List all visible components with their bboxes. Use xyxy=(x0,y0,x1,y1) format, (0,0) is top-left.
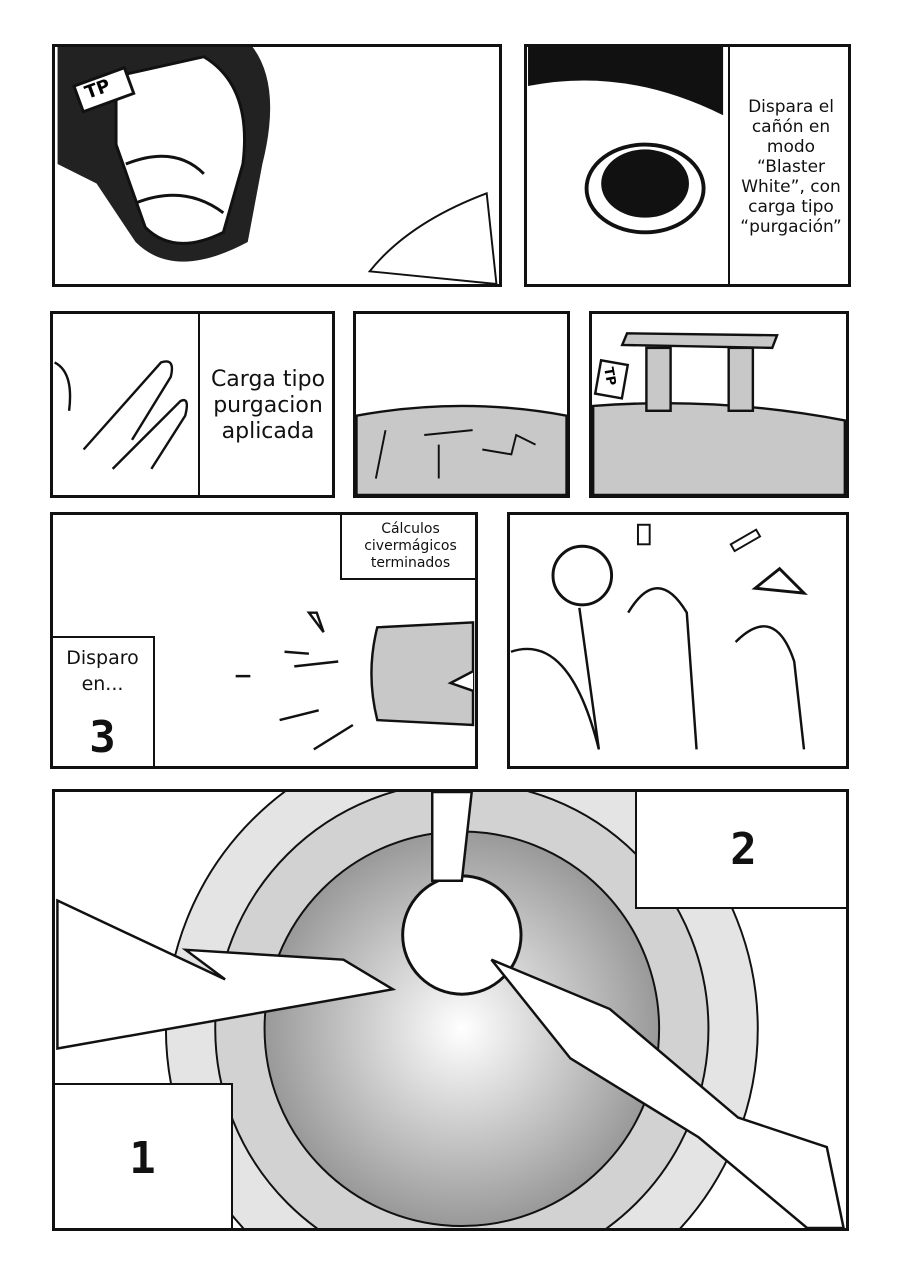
eye-drawing xyxy=(528,47,724,235)
panel-8-cannon-muzzle: 2 1 xyxy=(52,789,849,1231)
tp-label: TP xyxy=(600,366,619,387)
muzzle-drawing xyxy=(56,792,845,1228)
countdown-1: 1 xyxy=(129,1133,156,1184)
countdown-2-box: 2 xyxy=(635,792,846,909)
speech-text: Carga tipo purgacion aplicada xyxy=(210,367,326,444)
panel-3-hand: Carga tipo purgacion aplicada xyxy=(50,311,335,498)
hand-drawing xyxy=(53,360,189,470)
panel-6-barrel: Cálculos civermágicos terminados Disparo… xyxy=(50,512,478,769)
countdown-1-box: 1 xyxy=(55,1083,233,1228)
panel-2-eye: Dispara el cañón en modo “Blaster White”… xyxy=(524,44,851,287)
narration-box-calculations: Cálculos civermágicos terminados xyxy=(340,515,475,580)
countdown-box: Disparo en... 3 xyxy=(53,636,155,766)
panel-1-fist: TP xyxy=(52,44,502,287)
countdown-3: 3 xyxy=(89,711,116,763)
countdown-label: Disparo en... xyxy=(66,647,139,696)
panel-4-ground xyxy=(353,311,570,498)
barrel-drawing xyxy=(235,611,475,751)
narration-text: Dispara el cañón en modo “Blaster White”… xyxy=(740,97,842,237)
narration-text: Cálculos civermágicos terminados xyxy=(364,520,457,571)
fist-drawing xyxy=(57,47,498,284)
panel-7-hand-glyphs xyxy=(507,512,849,769)
speech-box: Carga tipo purgacion aplicada xyxy=(198,314,332,495)
hand-with-glyphs-drawing xyxy=(510,523,808,750)
narration-box: Dispara el cañón en modo “Blaster White”… xyxy=(728,47,848,284)
countdown-2: 2 xyxy=(730,823,757,875)
panel-5-cannon: TP xyxy=(589,311,849,498)
cannon-drawing xyxy=(592,332,846,495)
ground-drawing xyxy=(356,404,567,495)
